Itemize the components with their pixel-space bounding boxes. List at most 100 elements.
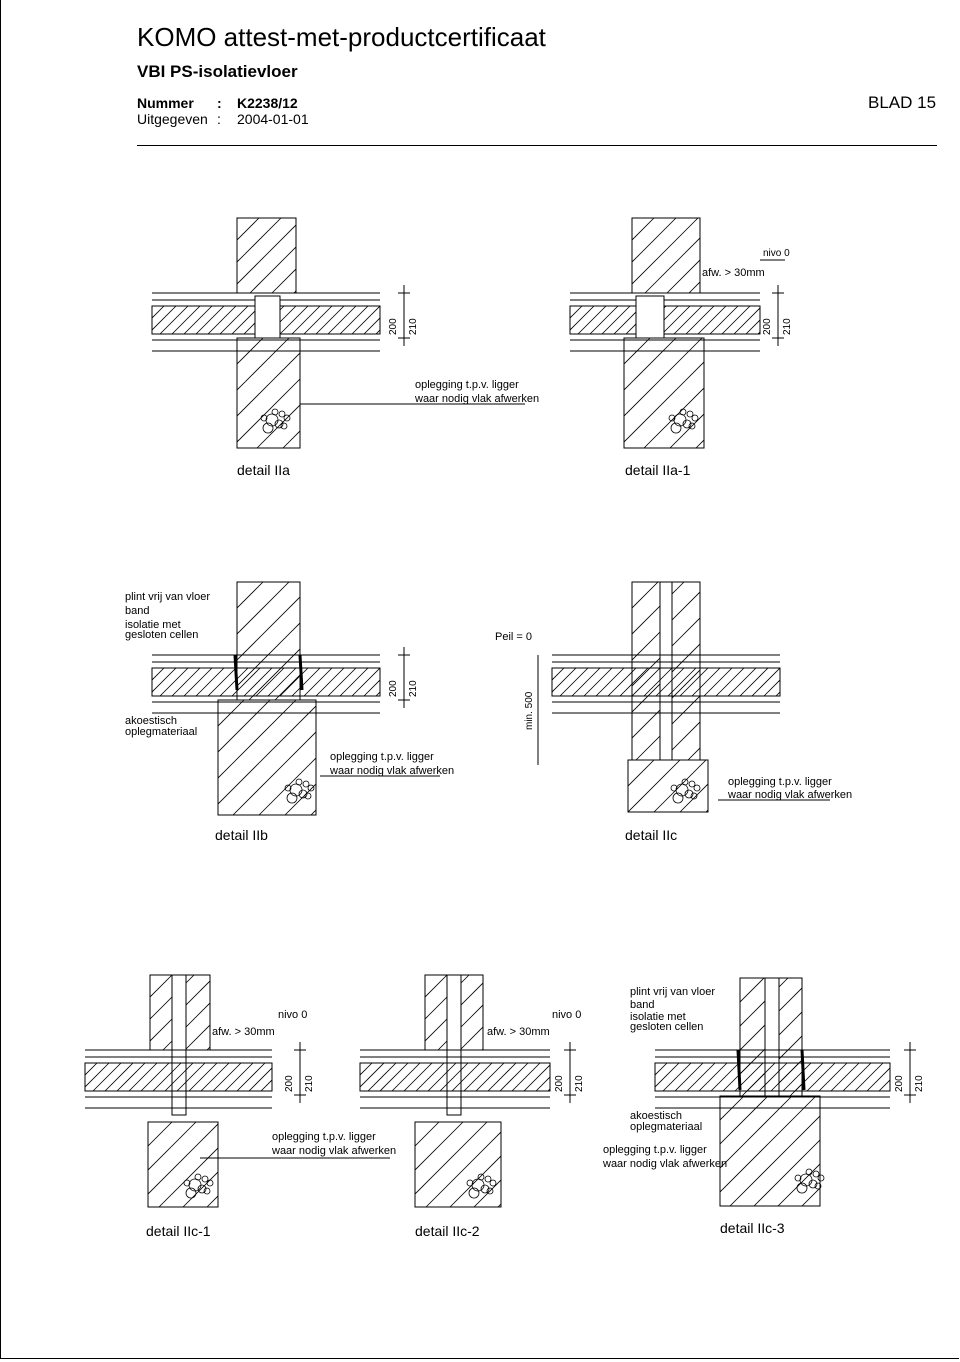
hatch-line	[685, 306, 715, 334]
hatch-line	[150, 975, 151, 976]
label-oplegging: oplegging t.p.v. ligger	[272, 1131, 376, 1143]
hatch-line	[632, 218, 655, 241]
hatch-line	[219, 668, 249, 696]
gravel	[668, 408, 699, 434]
hatch-line	[243, 668, 273, 696]
hatch-line	[183, 306, 213, 334]
hatch	[624, 338, 910, 448]
dim-200-label: 200	[894, 1075, 905, 1092]
hatch-line	[632, 582, 659, 609]
hatch	[237, 582, 445, 700]
hatch-line	[679, 668, 709, 696]
hatch-line	[624, 338, 677, 391]
hatch-line	[703, 668, 733, 696]
hatch-line	[826, 1096, 936, 1206]
hatch-line	[301, 582, 419, 700]
label-afw: afw. > 30mm	[702, 267, 765, 279]
gravel-stone	[681, 778, 689, 786]
hatch-line	[628, 760, 629, 761]
hatch-line	[439, 1063, 469, 1091]
detail-label-IIb: detail IIb	[215, 827, 268, 843]
hatch	[628, 760, 708, 812]
hatch-line	[854, 1063, 884, 1091]
hatch-line	[148, 1122, 173, 1147]
hatch-line	[248, 1067, 272, 1091]
hatch-line	[499, 1063, 529, 1091]
floor-slab	[654, 1049, 891, 1109]
hatch-line	[667, 668, 697, 696]
hatch-line	[315, 668, 345, 696]
label-vlak: waar nodig vlak afwerken	[414, 393, 539, 405]
dim-200-label: 200	[388, 680, 399, 697]
hatch-line	[632, 591, 700, 661]
gravel-stone	[794, 1174, 802, 1182]
hatch-line	[237, 218, 238, 219]
hatch-line	[655, 1063, 668, 1076]
hatch-line	[709, 306, 739, 334]
hatch-line	[607, 668, 637, 696]
hatch-line	[237, 582, 290, 635]
hatch-line	[577, 306, 607, 334]
hatch-line	[116, 1063, 146, 1091]
floor-slab	[551, 654, 781, 714]
hatch-line	[535, 1076, 550, 1091]
hatch-line	[218, 700, 271, 753]
gravel-stone	[466, 1179, 474, 1187]
insulation-strip	[800, 1049, 806, 1091]
label-oplegmateriaal: oplegmateriaal	[630, 1121, 702, 1133]
hatch-line	[721, 306, 751, 334]
hatch-line	[628, 760, 681, 812]
hatch-line	[195, 668, 225, 696]
detail-label-IIa-1: detail IIa-1	[625, 462, 691, 478]
hatch-line	[140, 1063, 170, 1091]
dim-200-label: 200	[284, 1075, 295, 1092]
hatch-line	[481, 1048, 483, 1050]
hatch-line	[104, 1063, 134, 1091]
gravel-stone	[808, 1179, 818, 1189]
gravel-stone	[670, 422, 682, 434]
label-oplegmateriaal: oplegmateriaal	[125, 726, 197, 738]
hatch-line	[523, 1064, 550, 1091]
gravel-stone	[805, 1168, 813, 1176]
hatch-line	[212, 1063, 242, 1091]
hatch-line	[327, 306, 357, 334]
gravel-stone	[682, 419, 692, 429]
gravel-stone	[672, 792, 684, 804]
hatch-line	[207, 306, 237, 334]
hatch-line	[850, 1096, 960, 1206]
gravel-stone	[271, 408, 279, 416]
dim-210-label: 210	[782, 318, 793, 335]
gravel	[794, 1168, 825, 1194]
hatch-line	[720, 1096, 817, 1193]
hatch-line	[425, 975, 448, 998]
uitgegeven-label: Uitgegeven	[137, 111, 208, 127]
label-akoestisch: akoestisch	[630, 1110, 682, 1122]
foundation-wall	[719, 1095, 821, 1207]
hatch-line	[632, 218, 677, 263]
dimension-200-210: 200 210	[388, 647, 419, 708]
hatch-line	[152, 668, 153, 669]
hatch-line	[661, 721, 700, 760]
hatch-line	[720, 1096, 769, 1145]
hatch-line	[360, 1063, 373, 1076]
hatch-line	[748, 338, 858, 448]
gravel-stone	[302, 780, 310, 788]
hatch-line	[570, 306, 583, 319]
hatch-line	[818, 582, 960, 760]
gravel	[183, 1173, 214, 1199]
hatch-line	[327, 582, 445, 700]
dim-210-label: 210	[408, 680, 419, 697]
hatch-line	[800, 338, 910, 448]
hatch-line	[740, 987, 802, 1051]
label-vlak: waar nodig vlak afwerken	[329, 765, 454, 777]
hatch-line	[351, 668, 380, 696]
gravel-stone	[484, 1175, 492, 1183]
gravel-stone	[796, 1182, 808, 1194]
detail-label-IIc: detail IIc	[625, 827, 677, 843]
gravel-stone	[284, 784, 292, 792]
hatch-line	[729, 1115, 820, 1206]
hatch-line	[669, 413, 704, 448]
insulation-layer	[654, 1062, 891, 1092]
